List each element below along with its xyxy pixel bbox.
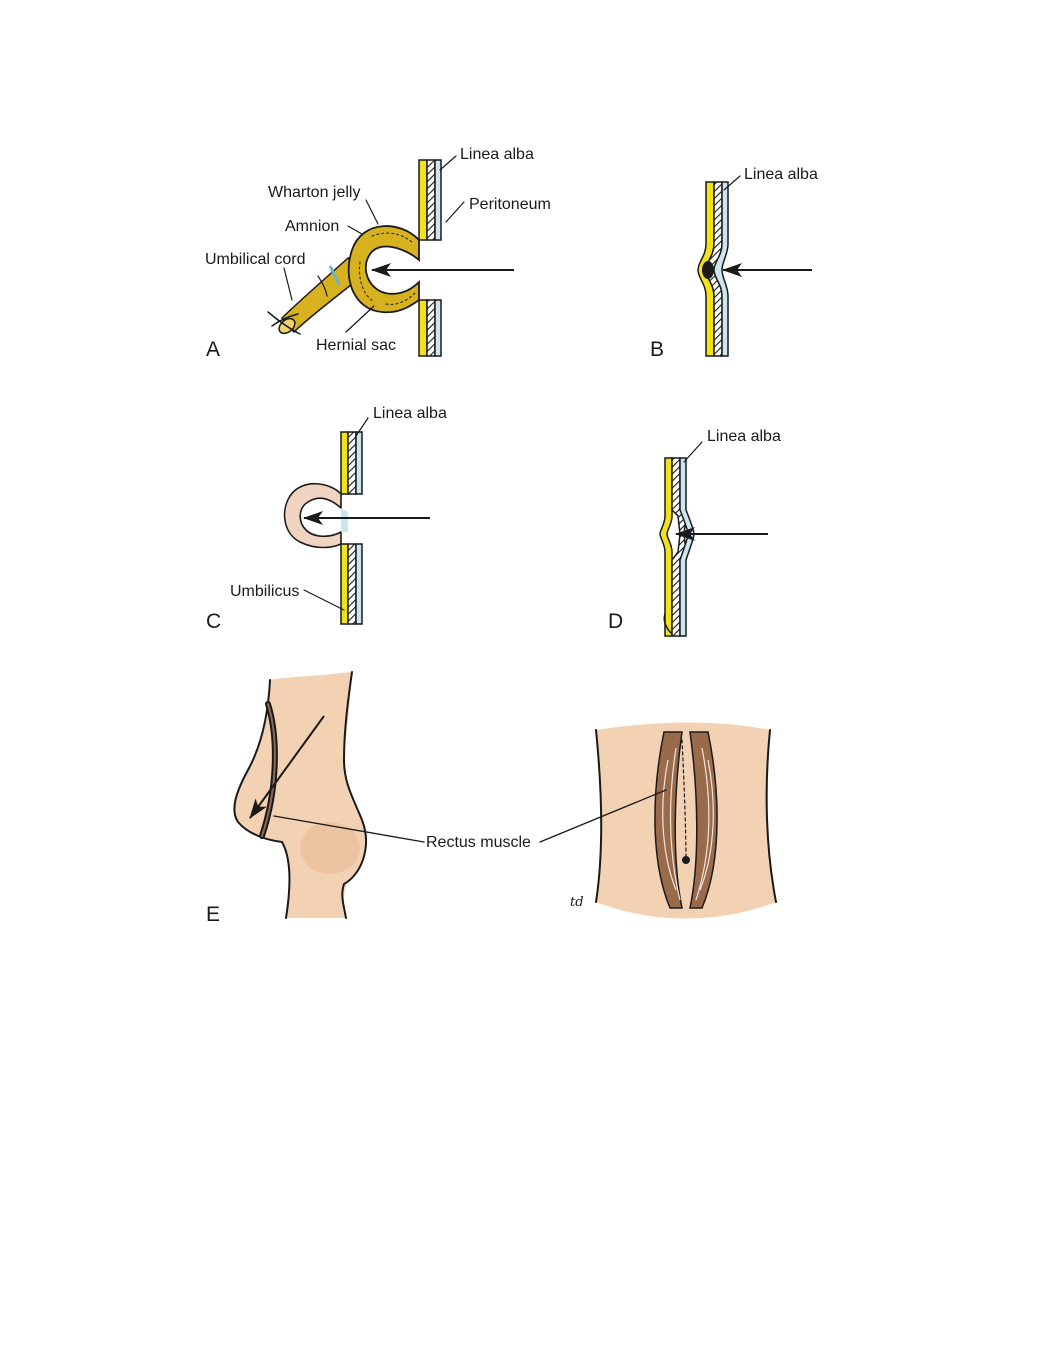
abdomen-front-view: [595, 722, 777, 919]
panel-d: Linea alba D: [608, 428, 781, 637]
label-linea-alba-b: Linea alba: [744, 166, 818, 183]
panel-letter-c: C: [206, 610, 221, 633]
label-umbilical-cord: Umbilical cord: [205, 251, 305, 268]
umbilical-protrusion-c: [283, 483, 348, 549]
label-wharton-jelly: Wharton jelly: [268, 184, 360, 201]
leader-lines-a: [283, 155, 465, 333]
panel-letter-a: A: [206, 338, 220, 361]
label-linea-alba-a: Linea alba: [460, 146, 534, 163]
panel-letter-d: D: [608, 610, 623, 633]
torso-side-view: [233, 671, 367, 919]
label-rectus-muscle: Rectus muscle: [426, 834, 531, 851]
abdominal-wall-d: [659, 457, 695, 637]
label-linea-alba-d: Linea alba: [707, 428, 781, 445]
rectus-muscles: [654, 731, 718, 909]
arrow-e: [249, 715, 325, 819]
leader-rectus-left: [273, 815, 425, 843]
panel-a: Linea alba Wharton jelly Peritoneum Amni…: [205, 146, 551, 361]
abdominal-wall-a: [418, 159, 442, 357]
label-linea-alba-c: Linea alba: [373, 405, 447, 422]
abdominal-wall-c: [340, 431, 363, 625]
label-peritoneum: Peritoneum: [469, 196, 551, 213]
label-hernial-sac: Hernial sac: [316, 337, 396, 354]
leader-linea-alba-c: [355, 417, 369, 437]
umbilical-cord: [267, 256, 364, 335]
leader-linea-alba-d: [683, 441, 703, 463]
panel-c: Linea alba Umbilicus C: [206, 405, 447, 633]
hernial-sac-a: [347, 225, 420, 314]
label-umbilicus: Umbilicus: [230, 583, 299, 600]
panel-letter-b: B: [650, 338, 664, 361]
panel-b: Linea alba B: [650, 166, 818, 361]
panel-e: Rectus muscle E td: [206, 671, 777, 926]
leader-rectus-right: [539, 789, 667, 843]
artist-signature: td: [570, 895, 584, 910]
leader-linea-alba-b: [723, 175, 741, 191]
label-amnion: Amnion: [285, 218, 339, 235]
leader-umbilicus: [303, 589, 345, 611]
abdominal-wall-b: [697, 181, 729, 357]
panel-letter-e: E: [206, 903, 220, 926]
